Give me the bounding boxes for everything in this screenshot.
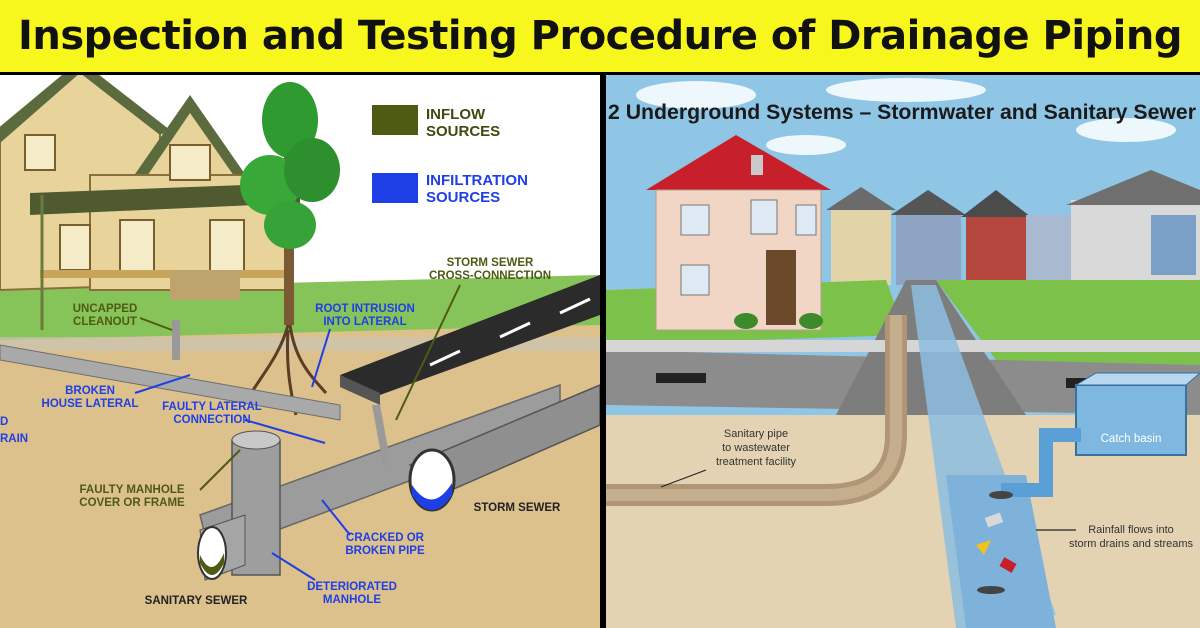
- legend-infiltration-line2: SOURCES: [426, 189, 500, 206]
- label-roof-drain-2: RAIN: [0, 433, 28, 445]
- arrow-broken: [134, 374, 191, 394]
- inflow-infiltration-diagram: INFLOW SOURCES INFILTRATION SOURCES STOR…: [0, 75, 600, 628]
- manhole: [197, 430, 281, 581]
- sanitary-note-3: treatment facility: [716, 456, 797, 468]
- label-storm-cross-2: CROSS-CONNECTION: [429, 270, 551, 282]
- storm-inlet-left: [656, 373, 706, 383]
- underground-systems-diagram: 2 Underground Systems – Stormwater and S…: [606, 75, 1200, 628]
- pink-house: [646, 135, 831, 331]
- arrow-cracked: [321, 499, 351, 536]
- label-manhole-cover-1: FAULTY MANHOLE: [80, 484, 185, 496]
- legend-infiltration-line1: INFILTRATION: [426, 172, 528, 189]
- label-broken-2: HOUSE LATERAL: [42, 398, 139, 410]
- label-broken-1: BROKEN: [65, 385, 115, 397]
- title-banner: Inspection and Testing Procedure of Drai…: [0, 0, 1200, 72]
- road: [340, 275, 600, 405]
- arrow-faulty-lateral: [244, 419, 326, 444]
- storm-drain-water: [946, 475, 1056, 628]
- cross-connection-pipe: [372, 405, 392, 470]
- rainfall-note-2: storm drains and streams: [1069, 538, 1194, 550]
- arrow-root: [311, 328, 331, 388]
- lawn: [0, 275, 600, 345]
- inflow-swatch: [372, 105, 418, 135]
- arrow-sanitary: [660, 469, 707, 488]
- tree: [240, 82, 340, 416]
- label-roof-drain-1: D: [0, 416, 8, 428]
- label-faulty-lateral-1: FAULTY LATERAL: [162, 401, 262, 413]
- infiltration-swatch: [372, 173, 418, 203]
- arrow-deteriorated: [271, 552, 316, 581]
- sanitary-note-1: Sanitary pipe: [724, 428, 788, 440]
- page-title: Inspection and Testing Procedure of Drai…: [18, 13, 1183, 59]
- rainfall-note-1: Rainfall flows into: [1088, 524, 1174, 536]
- catch-basin: [1001, 372, 1200, 497]
- soil: [0, 325, 600, 628]
- legend-inflow-line1: INFLOW: [426, 106, 486, 123]
- clouds: [636, 78, 1176, 155]
- label-deteriorated-2: MANHOLE: [323, 594, 381, 606]
- house: [0, 75, 300, 300]
- cleanout-pipe: [172, 320, 180, 360]
- label-storm-cross-1: STORM SEWER: [447, 257, 534, 269]
- label-faulty-lateral-2: CONNECTION: [173, 414, 250, 426]
- legend-inflow-line2: SOURCES: [426, 123, 500, 140]
- label-root-2: INTO LATERAL: [323, 316, 406, 328]
- label-storm-sewer: STORM SEWER: [474, 502, 561, 514]
- label-deteriorated-1: DETERIORATED: [307, 581, 397, 593]
- catch-basin-label: Catch basin: [1101, 433, 1162, 445]
- arrow-manhole-cover: [199, 449, 241, 491]
- sanitary-note-2: to wastewater: [722, 442, 790, 454]
- label-sanitary-sewer: SANITARY SEWER: [145, 595, 248, 607]
- label-uncapped-1: UNCAPPED: [73, 303, 138, 315]
- storm-water: [412, 483, 452, 510]
- label-cracked-1: CRACKED OR: [346, 532, 425, 544]
- debris: [976, 491, 1017, 594]
- label-cracked-2: BROKEN PIPE: [345, 545, 425, 557]
- label-uncapped-2: CLEANOUT: [73, 316, 137, 328]
- arrow-uncapped: [139, 317, 173, 331]
- label-root-1: ROOT INTRUSION: [315, 303, 415, 315]
- arrow-storm-cross: [395, 284, 461, 421]
- right-heading: 2 Underground Systems – Stormwater and S…: [608, 101, 1196, 124]
- label-manhole-cover-2: COVER OR FRAME: [79, 497, 185, 509]
